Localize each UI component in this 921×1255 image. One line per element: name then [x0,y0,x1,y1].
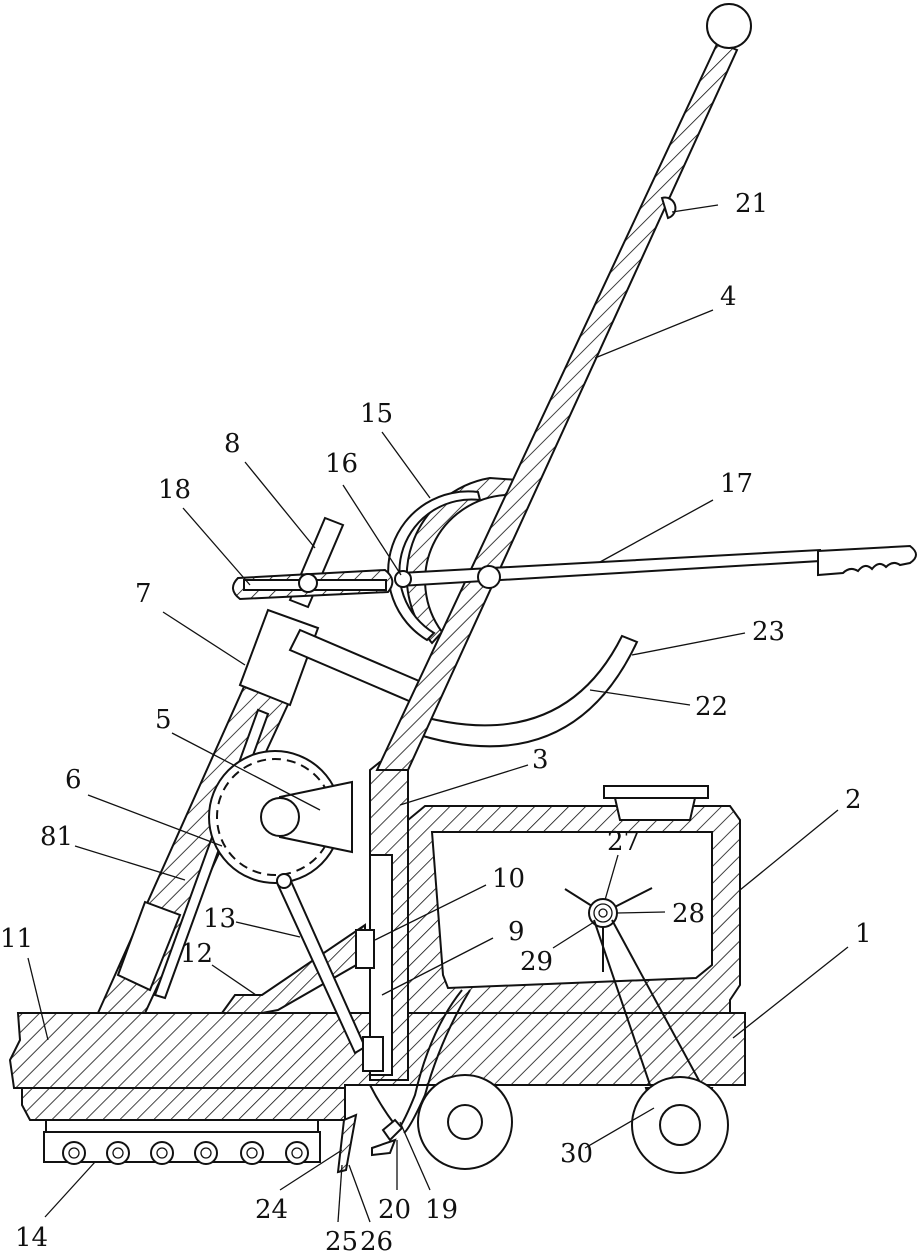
label-7: 7 [135,579,152,609]
label-5: 5 [155,705,172,735]
label-27: 27 [607,827,640,857]
label-8: 8 [224,429,241,459]
label-9: 9 [508,917,525,947]
vertical-post [370,762,408,1080]
label-13: 13 [203,904,236,934]
label-10: 10 [492,864,525,894]
handle-pole [377,4,751,770]
roller-track [44,1120,320,1164]
track-plate [22,1088,345,1120]
lower-wedge [222,925,374,1013]
label-81: 81 [40,822,73,852]
label-28: 28 [672,899,705,929]
label-29: 29 [520,947,553,977]
label-19: 19 [425,1195,458,1225]
label-21: 21 [735,189,768,219]
label-17: 17 [720,469,753,499]
label-20: 20 [378,1195,411,1225]
label-22: 22 [695,692,728,722]
label-2: 2 [845,785,862,815]
label-26: 26 [360,1227,393,1255]
slotted-link [233,570,392,599]
label-25: 25 [325,1227,358,1255]
drive-wheel [209,751,352,883]
label-6: 6 [65,765,82,795]
scraper [338,1115,356,1172]
label-11: 11 [0,924,33,954]
label-18: 18 [158,475,191,505]
label-14: 14 [15,1223,48,1253]
label-3: 3 [532,745,549,775]
label-4: 4 [720,282,737,312]
label-15: 15 [360,399,393,429]
label-1: 1 [855,919,872,949]
label-16: 16 [325,449,358,479]
label-23: 23 [752,617,785,647]
label-12: 12 [180,939,213,969]
label-24: 24 [255,1195,288,1225]
label-30: 30 [560,1139,593,1169]
